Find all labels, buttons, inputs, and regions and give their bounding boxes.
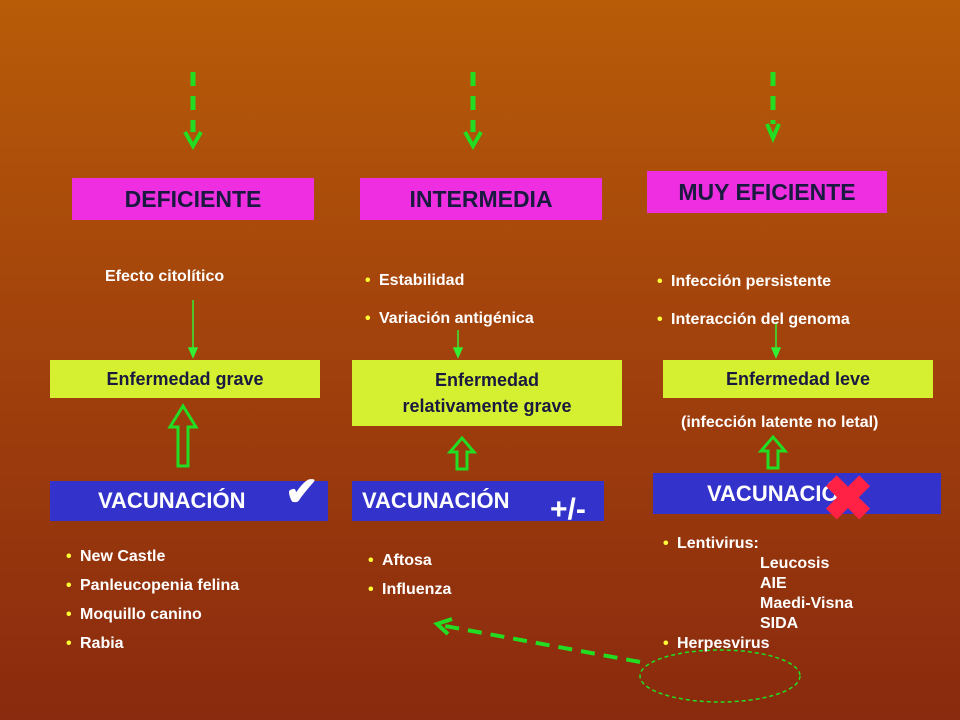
disease-relativamente-grave-box: Enfermedad relativamente grave	[352, 360, 622, 426]
vaccination-label-right: VACUNACIÓN	[707, 480, 855, 506]
hollow-up-arrow-left	[167, 403, 199, 468]
top-arrow-left	[183, 72, 203, 151]
hollow-up-arrow-middle	[446, 435, 478, 471]
title-muy-eficiente: MUY EFICIENTE	[647, 171, 887, 213]
vaccination-box-right: VACUNACIÓN	[653, 473, 941, 514]
effect-label: Efecto citolítico	[105, 268, 225, 285]
vaccination-box-middle: VACUNACIÓN	[352, 481, 604, 521]
disease-line-2: relativamente grave	[402, 396, 572, 416]
disease-grave-box: Enfermedad grave	[50, 360, 320, 398]
list-item: Moquillo canino	[66, 600, 239, 629]
list-item: Panleucopenia felina	[66, 571, 239, 600]
list-item: Herpesvirus	[663, 634, 853, 654]
list-item: Aftosa	[368, 546, 451, 575]
dashed-arrow-bottom	[433, 617, 641, 664]
examples-list-middle: Aftosa Influenza	[368, 546, 451, 604]
vaccination-box-left: VACUNACIÓN	[50, 481, 328, 521]
cross-mark-icon: ✖	[822, 465, 874, 534]
lentivirus-header: Lentivirus:	[663, 534, 853, 554]
list-item: Variación antigénica	[365, 300, 534, 338]
examples-list-left: New Castle Panleucopenia felina Moquillo…	[66, 542, 239, 658]
disease-line-1: Enfermedad	[434, 370, 540, 390]
thin-arrow-left	[187, 300, 199, 359]
herpes-list: Herpesvirus	[663, 634, 853, 654]
vaccination-label-middle: VACUNACIÓN	[362, 488, 510, 513]
list-item: Estabilidad	[365, 262, 534, 300]
list-item: Interacción del genoma	[657, 301, 850, 339]
lentivirus-subitems: Leucosis AIE Maedi-Visna SIDA	[760, 554, 853, 634]
latent-infection-note: (infección latente no letal)	[681, 414, 879, 431]
plus-minus-mark: +/-	[550, 493, 586, 526]
list-item: Infección persistente	[657, 263, 850, 301]
list-item: Maedi-Visna	[760, 595, 854, 612]
list-item: AIE	[760, 575, 787, 592]
top-arrow-right	[765, 72, 781, 144]
list-item: New Castle	[66, 542, 239, 571]
list-item: Lentivirus:	[663, 534, 853, 554]
title-deficiente: DEFICIENTE	[72, 178, 314, 220]
lentivirus-block: Lentivirus: Leucosis AIE Maedi-Visna SID…	[663, 534, 853, 654]
list-item: Influenza	[368, 575, 451, 604]
top-arrow-middle	[463, 72, 483, 151]
list-item: SIDA	[760, 615, 799, 632]
features-list-right: Infección persistente Interacción del ge…	[657, 263, 850, 339]
disease-leve-box: Enfermedad leve	[663, 360, 933, 398]
vaccination-label-left: VACUNACIÓN	[98, 488, 246, 513]
list-item: Rabia	[66, 629, 239, 658]
check-mark-icon: ✔	[285, 470, 319, 514]
herpes-highlight-ellipse	[639, 649, 801, 703]
features-list-middle: Estabilidad Variación antigénica	[365, 262, 534, 338]
title-intermedia: INTERMEDIA	[360, 178, 602, 220]
hollow-up-arrow-right	[757, 434, 789, 470]
list-item: Leucosis	[760, 555, 830, 572]
